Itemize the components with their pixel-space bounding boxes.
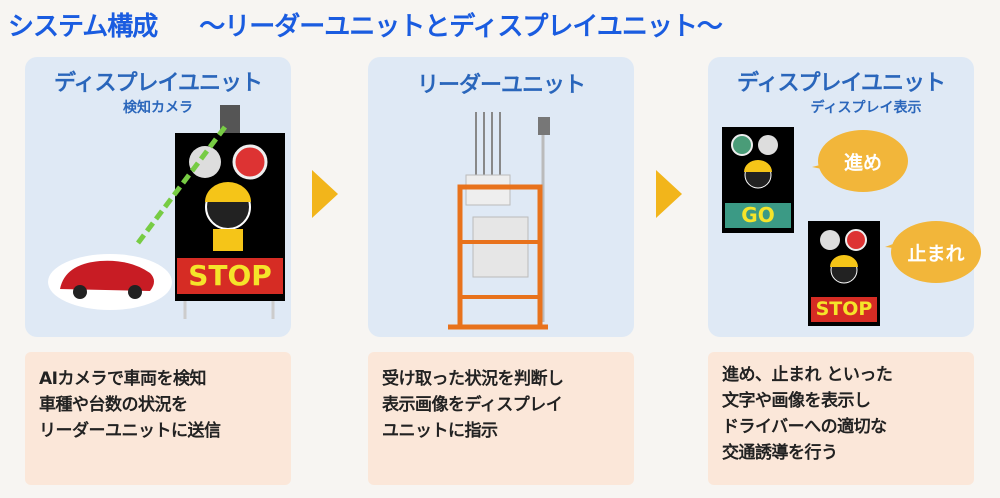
camera-icon [220,105,240,133]
camera-sign-illustration [48,105,285,319]
camera-icon [538,117,550,135]
flow-arrow-icon [312,170,338,218]
reader-unit-illustration [448,112,550,330]
description-line: 交通誘導を行う [722,443,838,463]
panel-heading: ディスプレイユニット [53,71,263,96]
description-camera: AIカメラで車両を検知 車種や台数の状況を リーダーユニットに送信 [25,352,291,485]
speech-bubble-go: 進め [818,130,908,192]
description-line: 車種や台数の状況を [39,395,188,415]
speech-bubble-stop: 止まれ [891,221,981,283]
page-title: システム構成 ～リーダーユニットとディスプレイユニット～ [8,6,723,43]
panel-heading: ディスプレイユニット [736,71,946,96]
panel-subheading: ディスプレイ表示 [810,100,922,116]
description-line: ユニットに指示 [382,421,498,441]
description-line: 表示画像をディスプレイ [382,395,563,415]
description-line: AIカメラで車両を検知 [39,369,206,389]
description-line: 進め、止まれ といった [722,365,893,385]
description-line: 文字や画像を表示し [722,391,871,411]
description-line: リーダーユニットに送信 [39,421,221,441]
stop-sign-text: STOP [177,258,283,294]
panel-display-unit: ディスプレイユニット ディスプレイ表示 GO STOP 進め 止まれ [708,57,981,337]
description-reader: 受け取った状況を判断し 表示画像をディスプレイ ユニットに指示 [368,352,634,485]
panel-reader-unit: リーダーユニット [368,57,634,337]
description-line: 受け取った状況を判断し [382,369,564,389]
panel-heading: リーダーユニット [416,73,586,98]
title-sub: ～リーダーユニットとディスプレイユニット～ [199,12,723,42]
go-sign-text: GO [725,203,791,228]
flow-arrow-icon [656,170,682,218]
panel-camera-display-unit: ディスプレイユニット 検知カメラ STOP [25,57,291,337]
display-signs-illustration [722,127,903,326]
stop-sign-text: STOP [811,297,877,322]
title-main: システム構成 [8,12,158,42]
description-line: ドライバーへの適切な [722,417,887,437]
description-display: 進め、止まれ といった 文字や画像を表示し ドライバーへの適切な 交通誘導を行う [708,352,974,485]
panel-subheading: 検知カメラ [123,100,193,116]
